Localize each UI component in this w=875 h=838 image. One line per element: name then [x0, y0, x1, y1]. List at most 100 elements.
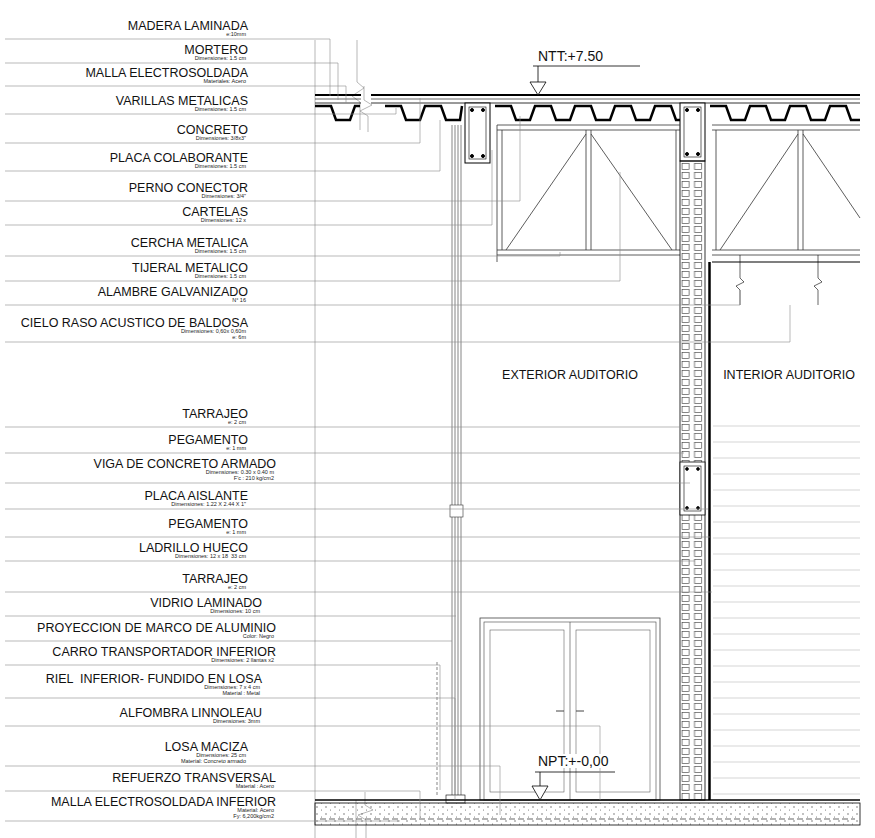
- steel-truss: [497, 255, 680, 256]
- roof-slab: [371, 94, 860, 96]
- callout-spec: Fy: 6,200kg/cm2: [233, 814, 274, 820]
- brick-wall: [680, 161, 705, 800]
- callout-label: LADRILLO HUECO: [139, 542, 248, 555]
- panel-line: [713, 474, 860, 475]
- steel-truss: [586, 130, 587, 250]
- callout-spec: Dimensiones: 3/8x3": [196, 136, 246, 142]
- callout-label: MALLA ELECTROSOLDADA: [85, 67, 248, 80]
- level-marker: [532, 786, 548, 800]
- level-marker: [540, 772, 541, 786]
- leader-line: [5, 305, 790, 342]
- steel-beam: [697, 109, 700, 112]
- callout-spec: Dimensiones: 12 x: [201, 218, 246, 224]
- panel-line: [713, 682, 860, 683]
- steel-deck: [385, 106, 462, 120]
- steel-beam: [686, 153, 689, 156]
- callout-spec: Dimensiones: 1.5 cm: [195, 249, 246, 255]
- panel-line: [713, 778, 860, 779]
- leader-line: [5, 726, 600, 800]
- panel-line: [713, 506, 860, 507]
- callout-label: CARRO TRANSPORTADOR INFERIOR: [52, 646, 276, 659]
- leader-line: [5, 453, 684, 454]
- callout-label: ALFOMBRA LINNOLEAU: [120, 707, 262, 720]
- leader-line: [5, 665, 440, 790]
- interior-panelling: [713, 426, 860, 794]
- steel-deck: [710, 106, 860, 120]
- double-door: [480, 618, 660, 800]
- callout-label: PROYECCION DE MARCO DE ALUMINIO: [37, 622, 276, 635]
- panel-line: [713, 730, 860, 731]
- leader-lines: [5, 39, 790, 821]
- steel-truss: [497, 250, 680, 251]
- level-marker: [530, 66, 640, 800]
- steel-beam: [680, 103, 705, 161]
- roof-slab: [315, 95, 860, 103]
- panel-line: [713, 586, 860, 587]
- frame-lines: [315, 40, 316, 838]
- interior-cladding: [708, 262, 711, 800]
- frame-lines: [315, 40, 373, 838]
- leader-line: [5, 116, 520, 201]
- callout-spec: e: 2 cm: [228, 585, 246, 591]
- steel-truss: [506, 134, 586, 250]
- leader-line: [5, 483, 690, 484]
- callout-spec: e: 2 cm: [228, 420, 246, 426]
- callout-label: TARRAJEO: [182, 573, 248, 586]
- interior-cladding: [712, 261, 860, 262]
- callout-label: CIELO RASO ACUSTICO DE BALDOSA: [21, 317, 248, 330]
- panel-line: [713, 458, 860, 459]
- leader-line: [5, 592, 712, 593]
- panel-line: [713, 618, 860, 619]
- callout-spec: Dimensiones: 7 x 4 cm: [204, 685, 260, 691]
- steel-beam: [469, 107, 486, 159]
- floor-slab: [315, 799, 860, 801]
- brick-wall: [680, 462, 705, 515]
- panel-line: [713, 666, 860, 667]
- callout-label: MADERA LAMINADA: [128, 20, 248, 33]
- glass-panel: [458, 125, 459, 800]
- callout-label: PLACA AISLANTE: [144, 490, 248, 503]
- level-marker: [538, 66, 539, 82]
- floor-slab: [315, 803, 860, 825]
- callout-spec: e:10mm: [226, 32, 246, 38]
- double-door: [480, 618, 660, 800]
- level-marker: [530, 82, 546, 95]
- brick-wall: [680, 161, 705, 800]
- callout-label: PLACA COLABORANTE: [110, 152, 248, 165]
- leader-line: [5, 641, 452, 642]
- leader-line: [5, 766, 500, 815]
- steel-truss: [712, 255, 860, 256]
- level-mark: NTT:+7.50: [537, 49, 604, 63]
- steel-truss: [497, 125, 498, 262]
- glass-panel: [437, 662, 438, 795]
- steel-beam: [482, 155, 485, 158]
- steel-truss: [676, 130, 677, 250]
- double-door: [576, 711, 584, 712]
- steel-truss: [712, 250, 860, 251]
- glass-panel: [452, 125, 453, 800]
- level-mark: NPT:+-0,00: [537, 754, 609, 768]
- steel-truss: [497, 125, 860, 262]
- glass-panel: [437, 125, 465, 803]
- callout-label: MALLA ELECTROSOLDADA INFERIOR: [51, 796, 276, 809]
- glass-panel: [450, 505, 463, 517]
- panel-line: [713, 602, 860, 603]
- callout-label: CONCRETO: [177, 124, 248, 137]
- steel-beam: [471, 109, 474, 112]
- roof-slab: [371, 99, 860, 100]
- callout-spec: Dimensiones: 2 llantas x2: [211, 658, 274, 664]
- interior-cladding: [710, 255, 861, 800]
- callout-label: VIGA DE CONCRETO ARMADO: [94, 458, 276, 471]
- panel-line: [713, 570, 860, 571]
- leader-line: [5, 120, 440, 171]
- steel-truss: [502, 130, 503, 250]
- callout-spec: Dimensiones: 1.5 cm: [195, 56, 246, 62]
- callout-spec: Dimensiones: 0.30 x 0.40 m: [206, 470, 274, 476]
- callout-spec: Dimensiones: 1.5 cm: [195, 107, 246, 113]
- panel-line: [713, 442, 860, 443]
- interior-cladding: [814, 255, 822, 305]
- steel-beam: [686, 109, 689, 112]
- steel-truss: [798, 130, 799, 250]
- steel-beam: [465, 103, 705, 163]
